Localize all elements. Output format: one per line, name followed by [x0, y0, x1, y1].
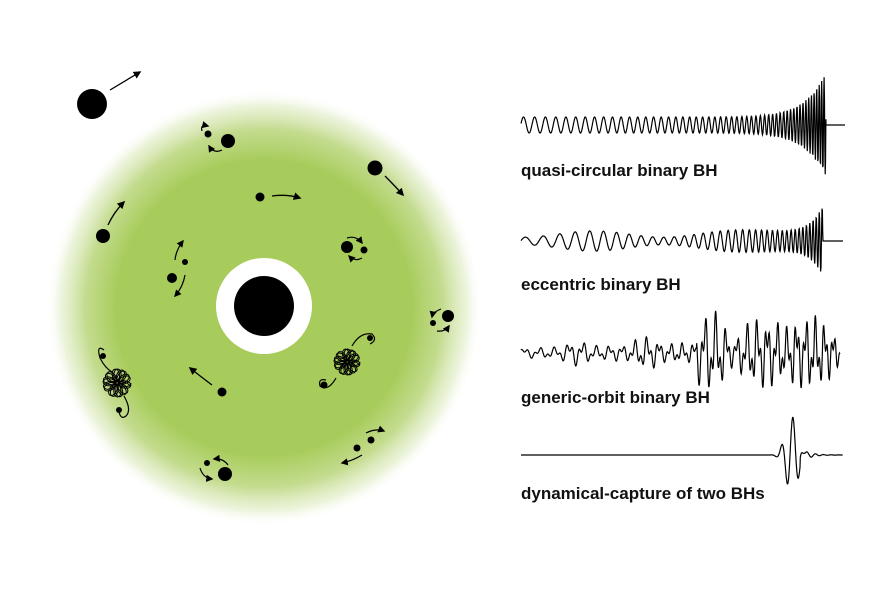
label-generic-orbit: generic-orbit binary BH	[521, 388, 710, 407]
binary-bh-left	[167, 239, 188, 298]
single-bh-4	[188, 367, 227, 397]
precessing-orbit-rosette	[102, 368, 132, 398]
binary-bh-right	[341, 236, 368, 263]
precessing-binary-left	[98, 347, 132, 418]
single-bh-2	[255, 192, 302, 202]
label-quasi-circular: quasi-circular binary BH	[521, 161, 718, 180]
binary-bh-bottom	[199, 454, 232, 482]
escaping-black-hole	[77, 71, 142, 119]
waveform-generic-orbit	[520, 310, 841, 389]
label-dynamical-capture: dynamical-capture of two BHs	[521, 484, 765, 503]
binary-bh-lower-right	[340, 425, 386, 466]
precessing-binary-right	[319, 333, 376, 389]
binary-bh-far-right	[429, 308, 454, 333]
single-bh-3	[96, 200, 126, 243]
waveform-dynamical-capture	[521, 416, 843, 485]
label-eccentric: eccentric binary BH	[521, 275, 681, 294]
waveform-quasi-circular	[520, 77, 845, 175]
binary-bh-top	[201, 121, 235, 153]
waveform-eccentric	[520, 208, 843, 272]
single-bh-1	[367, 160, 405, 197]
central-black-hole	[234, 276, 294, 336]
precessing-orbit-rosette	[333, 348, 361, 376]
